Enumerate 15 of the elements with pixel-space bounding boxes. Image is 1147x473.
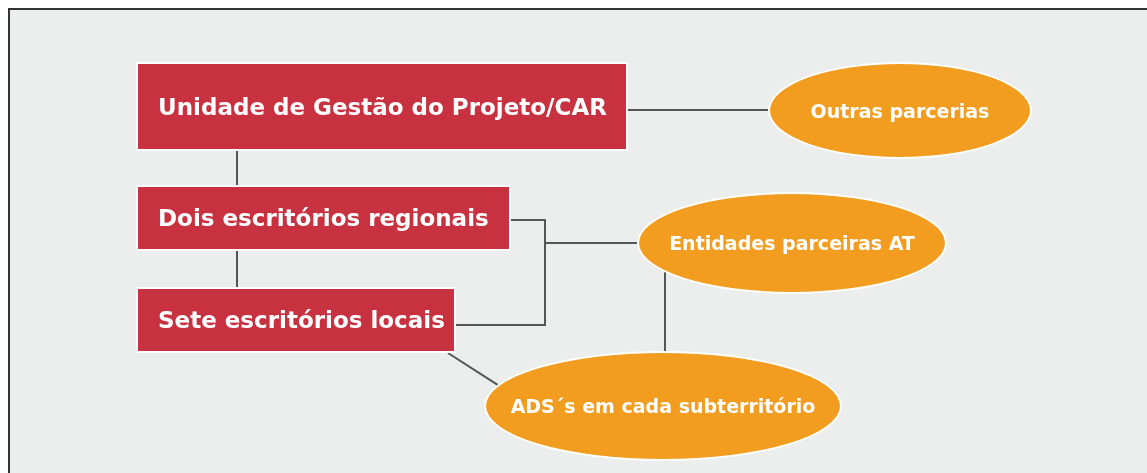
org-box bbox=[136, 185, 511, 251]
node-label: Unidade de Gestão do Projeto/CAR bbox=[158, 93, 607, 120]
connector-line bbox=[236, 250, 238, 288]
connector-line bbox=[455, 242, 638, 326]
connector-line bbox=[627, 109, 769, 111]
node-label: Dois escritórios regionais bbox=[158, 205, 489, 231]
connector-line bbox=[236, 150, 238, 186]
org-box bbox=[136, 287, 456, 353]
node-label: ADS´s em cada subterritório bbox=[510, 395, 816, 417]
node-label: Outras parcerias bbox=[810, 99, 990, 122]
node-label: Entidades parceiras AT bbox=[669, 232, 915, 254]
node-label: Sete escritórios locais bbox=[158, 307, 445, 333]
connector-line bbox=[664, 271, 666, 352]
org-box bbox=[136, 62, 628, 151]
connector-line bbox=[447, 352, 499, 386]
